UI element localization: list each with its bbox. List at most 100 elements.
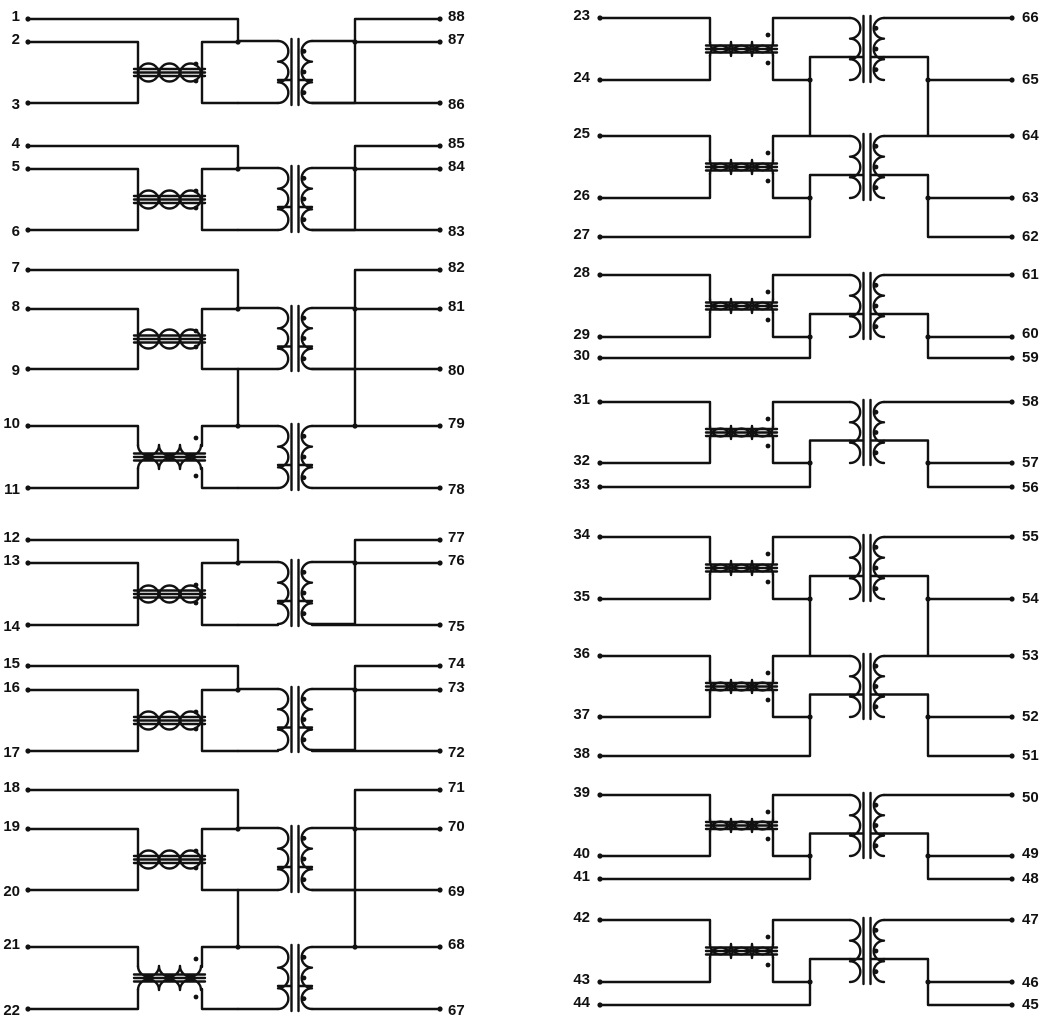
pin-terminal-dot bbox=[1009, 133, 1015, 139]
signal-wire bbox=[598, 171, 712, 200]
pin-terminal-dot bbox=[1009, 355, 1015, 361]
secondary-wire bbox=[310, 17, 442, 43]
signal-wire bbox=[26, 945, 140, 969]
pin-label: 29 bbox=[573, 326, 590, 343]
polarity-dot bbox=[873, 802, 879, 808]
signal-wire bbox=[26, 337, 140, 371]
polarity-dot bbox=[873, 843, 879, 849]
polarity-dot bbox=[193, 582, 199, 588]
pin-terminal-dot bbox=[1009, 792, 1015, 798]
pin-terminal-dot bbox=[437, 944, 443, 950]
junction-dot bbox=[352, 306, 358, 312]
polarity-dot bbox=[873, 663, 879, 669]
signal-wire bbox=[598, 572, 712, 601]
secondary-wire bbox=[310, 788, 442, 830]
signal-wire bbox=[771, 690, 852, 719]
signal-wire bbox=[236, 560, 280, 565]
secondary-wire bbox=[882, 173, 1014, 200]
pin-label: 71 bbox=[448, 779, 465, 796]
transformer-primary-winding bbox=[848, 273, 862, 339]
choke-winding-bottom bbox=[136, 189, 203, 203]
pin-label: 13 bbox=[3, 552, 20, 569]
pin-label: 22 bbox=[3, 1002, 20, 1019]
pin-label: 54 bbox=[1022, 590, 1039, 607]
pin-label: 26 bbox=[573, 187, 590, 204]
center-tap-wire bbox=[598, 980, 812, 1007]
polarity-dot bbox=[873, 565, 879, 571]
pin-label: 44 bbox=[573, 994, 590, 1011]
pin-label: 80 bbox=[448, 362, 465, 379]
pin-label: 56 bbox=[1022, 479, 1039, 496]
pin-terminal-dot bbox=[25, 560, 31, 566]
polarity-dot bbox=[873, 409, 879, 415]
pin-label: 62 bbox=[1022, 228, 1039, 245]
polarity-dot bbox=[301, 69, 307, 75]
polarity-dot bbox=[301, 336, 307, 341]
pin-label: 58 bbox=[1022, 393, 1039, 410]
signal-wire bbox=[771, 16, 852, 45]
pin-terminal-dot bbox=[25, 227, 31, 233]
polarity-dot bbox=[193, 600, 199, 606]
polarity-dot bbox=[765, 809, 771, 815]
pin-terminal-dot bbox=[1009, 77, 1015, 83]
polarity-dot bbox=[193, 61, 199, 67]
pin-terminal-dot bbox=[25, 826, 31, 832]
center-tap-wire bbox=[26, 538, 240, 565]
pin-label: 53 bbox=[1022, 647, 1039, 664]
choke-winding-top bbox=[136, 856, 203, 870]
pin-label: 35 bbox=[573, 588, 590, 605]
pin-label: 1 bbox=[12, 8, 20, 25]
signal-wire bbox=[236, 687, 280, 692]
secondary-wire bbox=[882, 693, 1014, 719]
pin-label: 16 bbox=[3, 679, 20, 696]
pin-label: 45 bbox=[1022, 996, 1039, 1013]
signal-wire bbox=[200, 307, 240, 341]
polarity-dot bbox=[765, 32, 771, 38]
signal-wire bbox=[236, 166, 280, 171]
pin-terminal-dot bbox=[1009, 596, 1015, 602]
choke-winding-bottom bbox=[136, 710, 203, 724]
pin-terminal-dot bbox=[25, 944, 31, 950]
signal-wire bbox=[200, 466, 240, 490]
pin-label: 50 bbox=[1022, 789, 1039, 806]
pin-label: 5 bbox=[12, 158, 20, 175]
junction-dot bbox=[352, 826, 358, 832]
transformer-primary-winding bbox=[276, 945, 290, 1011]
center-tap-wire bbox=[26, 144, 240, 171]
polarity-dot bbox=[301, 90, 307, 96]
pin-terminal-dot bbox=[437, 267, 443, 273]
pin-terminal-dot bbox=[437, 887, 443, 893]
pin-label: 41 bbox=[573, 868, 590, 885]
polarity-dot bbox=[301, 611, 307, 617]
center-tap-wire bbox=[598, 335, 812, 360]
pin-terminal-dot bbox=[25, 485, 31, 491]
secondary-wire bbox=[310, 664, 442, 691]
pin-label: 79 bbox=[448, 415, 465, 432]
pin-terminal-dot bbox=[1009, 653, 1015, 659]
pin-terminal-dot bbox=[25, 887, 31, 893]
signal-wire bbox=[26, 593, 140, 627]
choke-winding-bottom bbox=[708, 44, 775, 58]
choke-winding-top bbox=[136, 336, 203, 350]
polarity-dot bbox=[765, 178, 771, 184]
secondary-wire bbox=[882, 832, 1014, 858]
pin-label: 82 bbox=[448, 259, 465, 276]
pin-terminal-dot bbox=[597, 792, 603, 798]
center-tap-wire bbox=[598, 715, 812, 758]
polarity-dot bbox=[873, 927, 879, 933]
polarity-dot bbox=[193, 473, 199, 479]
pin-terminal-dot bbox=[437, 787, 443, 793]
pin-terminal-dot bbox=[597, 460, 603, 466]
pin-terminal-dot bbox=[25, 687, 31, 693]
pin-terminal-dot bbox=[597, 853, 603, 859]
pin-label: 12 bbox=[3, 529, 20, 546]
pin-label: 78 bbox=[448, 481, 465, 498]
pin-terminal-dot bbox=[437, 748, 443, 754]
transformer-primary-winding bbox=[276, 687, 290, 752]
pin-label: 68 bbox=[448, 936, 465, 953]
pin-terminal-dot bbox=[597, 272, 603, 278]
pin-label: 63 bbox=[1022, 189, 1039, 206]
pin-terminal-dot bbox=[25, 622, 31, 628]
signal-wire bbox=[771, 654, 852, 683]
